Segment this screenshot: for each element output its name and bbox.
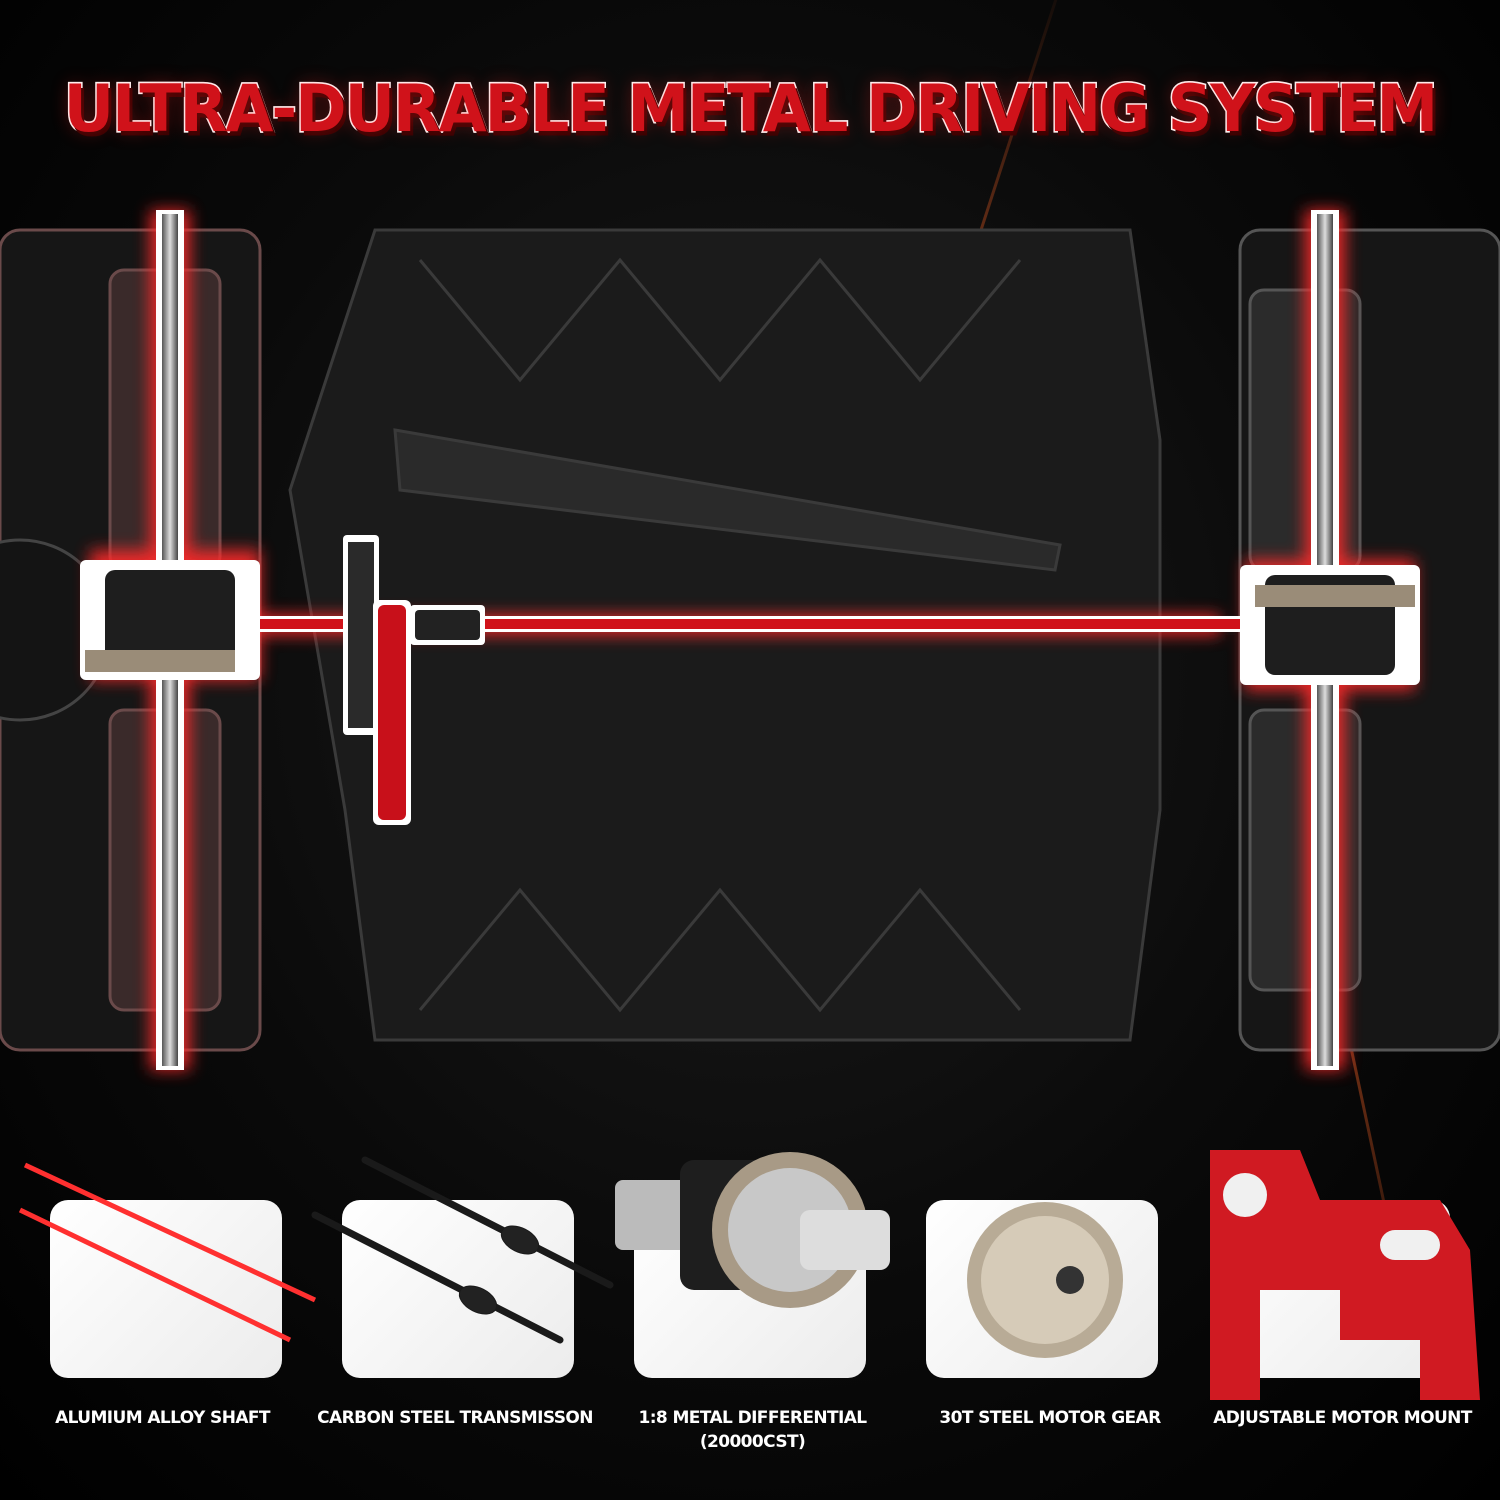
part-sublabel: (20000CST) — [699, 1432, 806, 1452]
page-title: ULTRA-DURABLE METAL DRIVING SYSTEM — [62, 69, 1439, 149]
part-label: 30T STEEL MOTOR GEAR — [939, 1408, 1161, 1428]
front-differential — [80, 560, 260, 680]
spur-gear — [343, 535, 379, 735]
motor-mount-icon — [1210, 1150, 1480, 1400]
rear-differential — [1240, 565, 1420, 685]
parts-illustrations — [18, 1150, 1480, 1400]
red-shafts-icon — [18, 1162, 317, 1343]
part-label: ALUMIUM ALLOY SHAFT — [55, 1408, 270, 1428]
part-label: ADJUSTABLE MOTOR MOUNT — [1213, 1408, 1472, 1428]
part-label: 1:8 METAL DIFFERENTIAL (20000CST) — [620, 1406, 885, 1454]
pinion-gear-icon — [967, 1202, 1123, 1358]
drive-shafts-icon — [311, 1156, 614, 1344]
motor-mount — [373, 600, 411, 825]
part-label: CARBON STEEL TRANSMISSON — [317, 1408, 593, 1428]
differential-icon — [615, 1152, 890, 1308]
part-label-main: 1:8 METAL DIFFERENTIAL — [638, 1408, 867, 1428]
center-drive-shaft — [250, 616, 1250, 632]
chassis-illustration — [0, 210, 1500, 1070]
